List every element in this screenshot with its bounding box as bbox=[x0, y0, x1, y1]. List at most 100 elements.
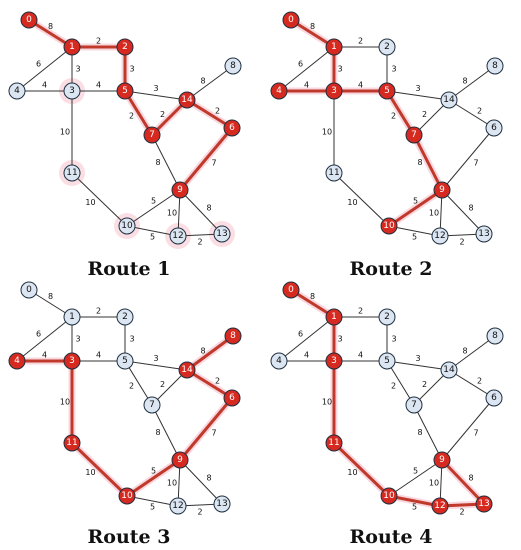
node-label: 12 bbox=[434, 231, 445, 241]
edge-weight-label: 10 bbox=[167, 209, 177, 218]
edge-weight-label: 2 bbox=[358, 307, 363, 316]
node-circle bbox=[143, 396, 161, 414]
node-label: 12 bbox=[434, 501, 445, 511]
node-circle bbox=[270, 352, 288, 370]
node-label: 1 bbox=[69, 312, 75, 322]
node-circle bbox=[485, 119, 503, 137]
route-edge bbox=[385, 90, 416, 136]
graph-node-1: 1 bbox=[63, 308, 81, 326]
edge-weight-label: 10 bbox=[429, 209, 439, 218]
edge-weight-label: 2 bbox=[160, 380, 165, 389]
edge-weight-label: 8 bbox=[468, 474, 473, 483]
graph-edge bbox=[124, 90, 188, 101]
node-label: 2 bbox=[122, 312, 128, 322]
graph-node-3: 3 bbox=[325, 82, 343, 100]
edge-weight-label: 2 bbox=[391, 382, 396, 391]
graph-edge bbox=[386, 360, 450, 371]
node-label: 6 bbox=[229, 393, 235, 403]
node-label: 13 bbox=[478, 229, 489, 239]
edge-weight-label: 8 bbox=[155, 428, 160, 437]
graph-edge bbox=[179, 189, 223, 235]
node-circle bbox=[20, 11, 38, 29]
graph-node-1: 1 bbox=[325, 308, 343, 326]
node-label: 14 bbox=[443, 365, 455, 375]
graph-node-0: 0 bbox=[20, 281, 38, 299]
node-label: 9 bbox=[439, 455, 445, 465]
node-circle bbox=[63, 352, 81, 370]
node-label: 5 bbox=[122, 356, 128, 366]
edge-weight-label: 4 bbox=[42, 351, 47, 360]
edge-weight-label: 5 bbox=[413, 467, 418, 476]
node-label: 7 bbox=[149, 400, 155, 410]
node-circle bbox=[224, 327, 242, 345]
route-edge bbox=[178, 397, 234, 461]
edge-weight-label: 2 bbox=[459, 238, 464, 247]
node-circle bbox=[433, 451, 451, 469]
node-label: 14 bbox=[181, 95, 193, 105]
node-circle bbox=[63, 434, 81, 452]
node-circle bbox=[116, 352, 134, 370]
node-circle bbox=[378, 308, 396, 326]
edge-weight-label: 10 bbox=[347, 198, 357, 207]
graph-node-3: 3 bbox=[325, 352, 343, 370]
route-edge bbox=[388, 188, 443, 228]
node-circle bbox=[171, 451, 189, 469]
node-label: 12 bbox=[172, 231, 183, 241]
node-circle bbox=[378, 352, 396, 370]
node-label: 10 bbox=[383, 221, 395, 231]
route-edge bbox=[178, 127, 234, 191]
edge-weight-label: 8 bbox=[462, 77, 467, 86]
node-circle bbox=[20, 281, 38, 299]
edge-weight-label: 10 bbox=[322, 128, 332, 137]
graph-node-8: 8 bbox=[224, 327, 242, 345]
node-label: 13 bbox=[216, 229, 227, 239]
edge-weight-label: 2 bbox=[477, 107, 482, 116]
graph-node-13: 13 bbox=[475, 495, 493, 513]
graph-edge bbox=[278, 46, 335, 92]
node-label: 8 bbox=[492, 61, 498, 71]
graph-edge bbox=[413, 404, 443, 461]
graph-node-1: 1 bbox=[325, 38, 343, 56]
graph-edge bbox=[16, 46, 73, 92]
node-circle bbox=[169, 497, 187, 515]
route-edge bbox=[412, 134, 444, 191]
graph-edge bbox=[126, 189, 181, 227]
edge-weight-label: 4 bbox=[42, 81, 47, 90]
node-label: 14 bbox=[181, 365, 193, 375]
node-label: 7 bbox=[149, 130, 155, 140]
graph-node-13: 13 bbox=[213, 495, 231, 513]
edge-weight-label: 6 bbox=[36, 60, 41, 69]
node-label: 9 bbox=[177, 455, 183, 465]
edge-weight-label: 7 bbox=[473, 159, 478, 168]
graph-edge bbox=[16, 316, 73, 362]
node-circle bbox=[116, 308, 134, 326]
node-label: 0 bbox=[26, 285, 32, 295]
graph-node-11: 11 bbox=[63, 434, 81, 452]
edge-weight-label: 2 bbox=[96, 307, 101, 316]
graph-node-14: 14 bbox=[440, 91, 458, 109]
graph-node-11: 11 bbox=[63, 164, 81, 182]
node-circle bbox=[63, 164, 81, 182]
graph-node-0: 0 bbox=[282, 11, 300, 29]
graph-node-5: 5 bbox=[116, 82, 134, 100]
node-label: 10 bbox=[121, 491, 133, 501]
edge-weight-label: 3 bbox=[153, 84, 158, 93]
graph-node-3: 3 bbox=[63, 352, 81, 370]
edge-weight-label: 2 bbox=[459, 508, 464, 517]
edge-weight-label: 4 bbox=[304, 351, 309, 360]
node-label: 8 bbox=[492, 331, 498, 341]
node-circle bbox=[378, 38, 396, 56]
graph-node-13: 13 bbox=[475, 225, 493, 243]
graph-edge bbox=[388, 459, 443, 497]
node-label: 0 bbox=[288, 15, 294, 25]
edge-weight-label: 10 bbox=[429, 479, 439, 488]
node-circle bbox=[118, 217, 136, 235]
edge-weight-label: 8 bbox=[200, 77, 205, 86]
node-label: 4 bbox=[276, 356, 282, 366]
graph-edge bbox=[448, 369, 495, 399]
node-circle bbox=[116, 82, 134, 100]
node-label: 12 bbox=[172, 501, 183, 511]
edge-weight-label: 7 bbox=[211, 159, 216, 168]
